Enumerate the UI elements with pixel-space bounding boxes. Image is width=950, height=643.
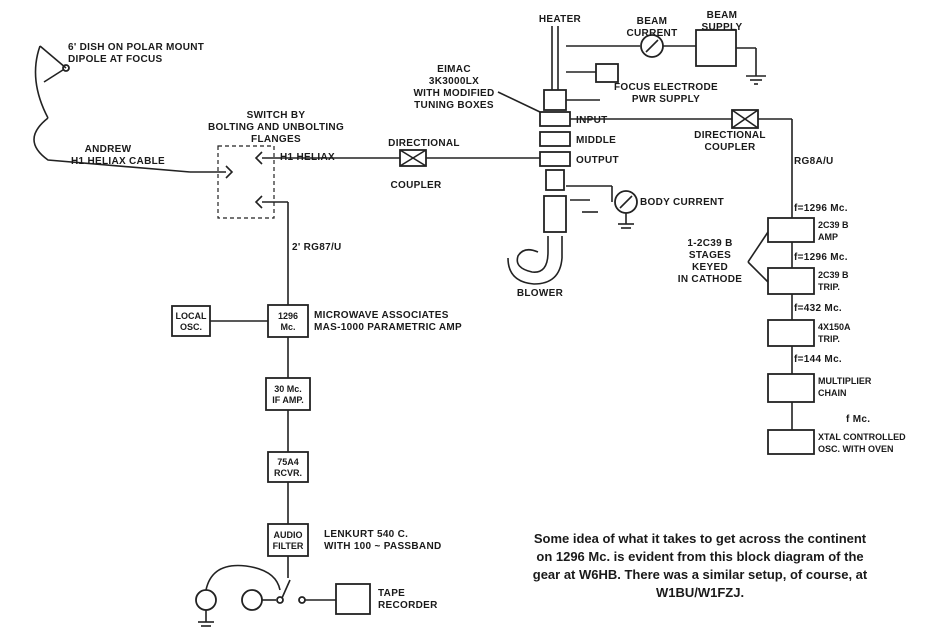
freq-label-4: f=144 Mc. bbox=[794, 354, 842, 365]
block-2c39b-trip bbox=[767, 267, 815, 295]
beam-supply-label-2: SUPPLY bbox=[702, 22, 743, 33]
klystron-base bbox=[543, 195, 567, 233]
body-current-label: BODY CURRENT bbox=[640, 197, 724, 208]
block-4x150a-trip bbox=[767, 319, 815, 347]
beam-supply-label-1: BEAM bbox=[707, 10, 738, 21]
cavity-output-label: OUTPUT bbox=[576, 155, 619, 166]
beam-current-label-2: CURRENT bbox=[627, 28, 678, 39]
block-mixer-1296 bbox=[267, 304, 309, 338]
audio-filter-label-2: FILTER bbox=[273, 541, 304, 551]
keyed-label-3: KEYED bbox=[692, 262, 728, 273]
heater-label: HEATER bbox=[539, 14, 582, 25]
cavity-input bbox=[539, 111, 571, 127]
blower-icon bbox=[516, 236, 549, 273]
focus-supply-box bbox=[595, 63, 619, 83]
headphones-icon bbox=[195, 564, 281, 627]
directional-coupler-left bbox=[399, 149, 427, 167]
caption-line-2: on 1296 Mc. is evident from this block d… bbox=[536, 549, 863, 564]
directional-coupler-right bbox=[731, 109, 759, 129]
local-osc-label-2: OSC. bbox=[180, 322, 202, 332]
beam-current-label-1: BEAM bbox=[637, 16, 668, 27]
dish-label-2: DIPOLE AT FOCUS bbox=[68, 54, 163, 65]
andrew-label-2: H1 HELIAX CABLE bbox=[71, 156, 165, 167]
amp-label-1: 2C39 B bbox=[818, 220, 849, 230]
coupler-left-label-2: COUPLER bbox=[391, 180, 442, 191]
paramp-label-1: MICROWAVE ASSOCIATES bbox=[314, 310, 449, 321]
flange-left-icon bbox=[225, 165, 234, 179]
paramp-label-2: MAS-1000 PARAMETRIC AMP bbox=[314, 322, 462, 333]
klystron-collector bbox=[545, 169, 565, 191]
tape-recorder-box bbox=[335, 583, 371, 615]
cavity-middle bbox=[539, 131, 571, 147]
trip2-label-1: 4X150A bbox=[818, 322, 851, 332]
rg8-label: RG8A/U bbox=[794, 156, 834, 167]
rcvr-label-2: RCVR. bbox=[274, 468, 302, 478]
blower-label: BLOWER bbox=[517, 288, 564, 299]
xtal-label-1: XTAL CONTROLLED bbox=[818, 432, 906, 442]
beam-supply-box bbox=[695, 29, 737, 67]
switch-label-2: BOLTING AND UNBOLTING bbox=[208, 122, 344, 133]
freq-label-3: f=432 Mc. bbox=[794, 303, 842, 314]
flange-right-bottom-icon bbox=[254, 195, 263, 209]
klystron-label-3: WITH MODIFIED bbox=[413, 88, 494, 99]
mult-label-2: CHAIN bbox=[818, 388, 847, 398]
freq-label-1: f=1296 Mc. bbox=[794, 203, 848, 214]
audio-filter-label-1: AUDIO bbox=[274, 530, 303, 540]
dish-antenna bbox=[33, 45, 191, 173]
tape-label-1: TAPE bbox=[378, 588, 405, 599]
switch-label-1: SWITCH BY bbox=[247, 110, 306, 121]
klystron-label-2: 3K3000LX bbox=[429, 76, 479, 87]
lenkurt-label-1: LENKURT 540 C. bbox=[324, 529, 408, 540]
if-amp-label-1: 30 Mc. bbox=[274, 384, 302, 394]
freq-label-2: f=1296 Mc. bbox=[794, 252, 848, 263]
coupler-left-label-1: DIRECTIONAL bbox=[388, 138, 460, 149]
cavity-input-label: INPUT bbox=[576, 115, 608, 126]
rg87-label: 2' RG87/U bbox=[292, 242, 342, 253]
lenkurt-label-2: WITH 100 ~ PASSBAND bbox=[324, 541, 441, 552]
mixer-label-2: Mc. bbox=[280, 322, 295, 332]
keyed-label-2: STAGES bbox=[689, 250, 731, 261]
keyed-label-4: IN CATHODE bbox=[678, 274, 743, 285]
switch-flange-box bbox=[217, 145, 275, 219]
andrew-label-1: ANDREW bbox=[85, 144, 132, 155]
mult-label-1: MULTIPLIER bbox=[818, 376, 872, 386]
freq-label-5: f Mc. bbox=[846, 414, 870, 425]
block-75a4-rcvr bbox=[267, 451, 309, 483]
block-multiplier-chain bbox=[767, 373, 815, 403]
flange-right-top-icon bbox=[254, 151, 263, 165]
trip2-label-2: TRIP. bbox=[818, 334, 840, 344]
if-amp-label-2: IF AMP. bbox=[272, 395, 304, 405]
klystron-label-4: TUNING BOXES bbox=[414, 100, 494, 111]
caption-line-1: Some idea of what it takes to get across… bbox=[534, 531, 867, 546]
rcvr-label-1: 75A4 bbox=[277, 457, 299, 467]
local-osc-label-1: LOCAL bbox=[176, 311, 207, 321]
block-if-amp bbox=[265, 377, 311, 411]
cavity-middle-label: MIDDLE bbox=[576, 135, 616, 146]
caption-line-4: W1BU/W1FZJ. bbox=[656, 585, 744, 600]
amp-label-2: AMP bbox=[818, 232, 838, 242]
block-local-osc bbox=[171, 305, 211, 337]
klystron-label-1: EIMAC bbox=[437, 64, 471, 75]
keyed-label-1: 1-2C39 B bbox=[687, 238, 732, 249]
dish-label-1: 6' DISH ON POLAR MOUNT bbox=[68, 42, 204, 53]
block-audio-filter bbox=[267, 523, 309, 557]
focus-supply-label-1: FOCUS ELECTRODE bbox=[614, 82, 718, 93]
xtal-label-2: OSC. WITH OVEN bbox=[818, 444, 894, 454]
h1-heliax-label: H1 HELIAX bbox=[280, 152, 335, 163]
mixer-label-1: 1296 bbox=[278, 311, 298, 321]
trip-label-2: TRIP. bbox=[818, 282, 840, 292]
tape-label-2: RECORDER bbox=[378, 600, 438, 611]
switch-contact-icon bbox=[276, 596, 284, 604]
klystron-head bbox=[543, 89, 567, 111]
cavity-output bbox=[539, 151, 571, 167]
coupler-right-label-1: DIRECTIONAL bbox=[694, 130, 766, 141]
switch-label-3: FLANGES bbox=[251, 134, 301, 145]
focus-supply-label-2: PWR SUPPLY bbox=[632, 94, 700, 105]
block-xtal-osc bbox=[767, 429, 815, 455]
block-2c39b-amp bbox=[767, 217, 815, 243]
trip-label-1: 2C39 B bbox=[818, 270, 849, 280]
caption-line-3: gear at W6HB. There was a similar setup,… bbox=[533, 567, 868, 582]
coupler-right-label-2: COUPLER bbox=[705, 142, 756, 153]
